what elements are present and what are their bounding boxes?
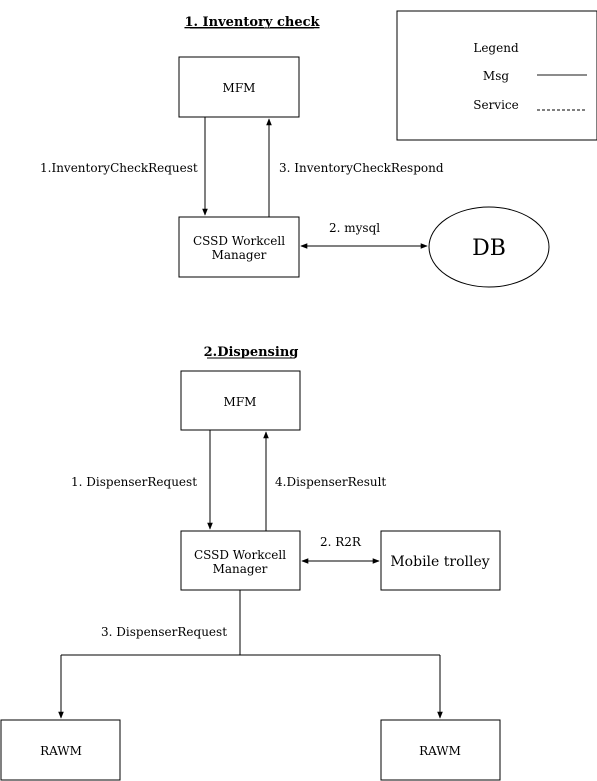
s2-mfm-label: MFM <box>224 395 257 409</box>
s2-manager-label-line1: CSSD Workcell <box>194 548 286 562</box>
s2-mfm-box: MFM <box>180 370 301 431</box>
s2-rawm-left-box: RAWM <box>0 719 121 781</box>
s1-respond-label: 3. InventoryCheckRespond <box>279 161 444 175</box>
s1-mysql-label: 2. mysql <box>329 221 380 235</box>
s2-trolley-label: Mobile trolley <box>390 554 489 570</box>
s1-manager-label-line1: CSSD Workcell <box>193 234 285 248</box>
s1-manager-box: CSSD Workcell Manager <box>178 216 300 278</box>
s1-mfm-box: MFM <box>178 56 300 118</box>
section2-title: 2.Dispensing <box>204 345 299 360</box>
legend-msg-label: Msg <box>483 69 509 83</box>
s2-rawm-right-box: RAWM <box>380 719 501 781</box>
s2-manager-label-line2: Manager <box>213 562 268 576</box>
s1-db-label: DB <box>472 236 506 261</box>
s2-rawm-left-label: RAWM <box>40 744 82 758</box>
s2-rawm-right-label: RAWM <box>419 744 461 758</box>
legend: Legend Msg Service <box>396 10 597 141</box>
s1-db-ellipse: DB <box>428 206 550 288</box>
s1-mfm-label: MFM <box>223 81 256 95</box>
legend-title: Legend <box>473 41 519 55</box>
s2-trolley-box: Mobile trolley <box>380 530 501 591</box>
s2-dispenser-request2-label: 3. DispenserRequest <box>101 625 227 639</box>
s2-request-label: 1. DispenserRequest <box>71 475 197 489</box>
legend-service-label: Service <box>473 98 519 112</box>
s2-r2r-label: 2. R2R <box>320 535 362 549</box>
s2-manager-box: CSSD Workcell Manager <box>180 530 301 591</box>
s1-manager-label-line2: Manager <box>212 248 267 262</box>
s2-result-label: 4.DispenserResult <box>275 475 386 489</box>
s1-request-label: 1.InventoryCheckRequest <box>40 161 198 175</box>
section1-title: 1. Inventory check <box>184 15 320 30</box>
